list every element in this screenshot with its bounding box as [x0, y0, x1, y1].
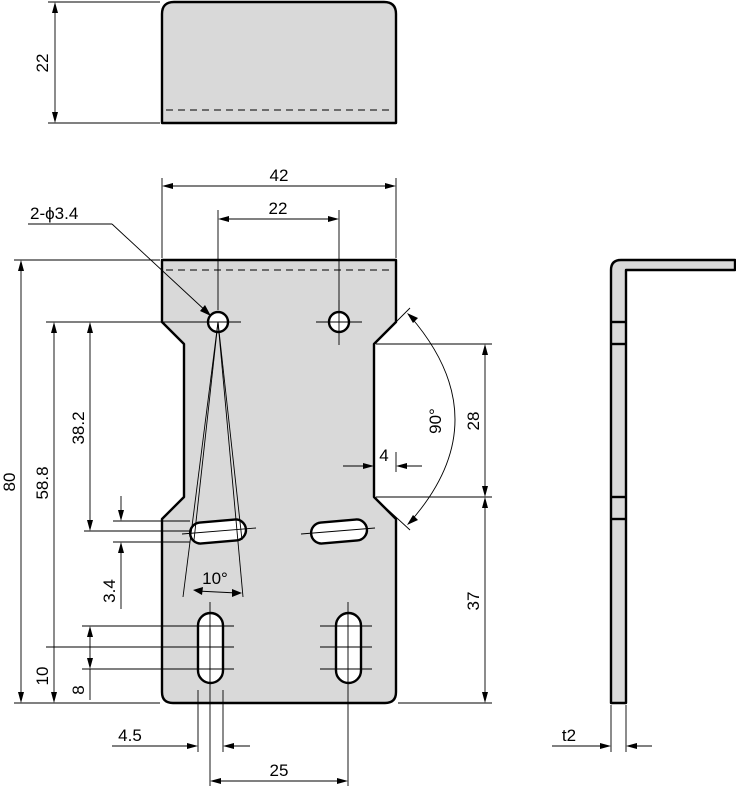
notch-depth-label: 4	[379, 446, 388, 465]
notch-angle-label: 90°	[426, 408, 445, 434]
overall-width-label: 42	[270, 166, 289, 185]
top-view: 22	[33, 0, 398, 125]
slot-width-label: 3.4	[100, 579, 119, 603]
vertical-slot-right	[334, 611, 363, 685]
top-view-flange	[160, 0, 398, 125]
front-view: 10° 42 22 2-ϕ3.4 80 58.8	[0, 166, 492, 786]
side-view: t2	[552, 258, 736, 752]
slot-pitch-label: 25	[270, 761, 289, 780]
thickness-label: t2	[562, 726, 576, 745]
slot-angle-label: 10°	[202, 569, 228, 588]
hole-pitch-label: 22	[269, 199, 288, 218]
notch-length-label: 28	[464, 412, 483, 431]
side-view-profile	[609, 258, 736, 705]
vertical-slot-left	[196, 611, 225, 685]
overall-height-label: 80	[0, 473, 19, 492]
lower-length-label: 37	[464, 592, 483, 611]
hole-to-slot-label: 38.2	[69, 411, 88, 444]
bottom-slot-length-label: 8	[69, 685, 88, 694]
hole-callout-label: 2-ϕ3.4	[30, 204, 78, 223]
bottom-slot-offset-label: 10	[33, 667, 52, 686]
tilted-slot-right	[309, 518, 369, 545]
upper-to-hole-label: 58.8	[33, 466, 52, 499]
flange-height-label: 22	[33, 54, 52, 73]
slot-offset-x-label: 4.5	[118, 726, 142, 745]
